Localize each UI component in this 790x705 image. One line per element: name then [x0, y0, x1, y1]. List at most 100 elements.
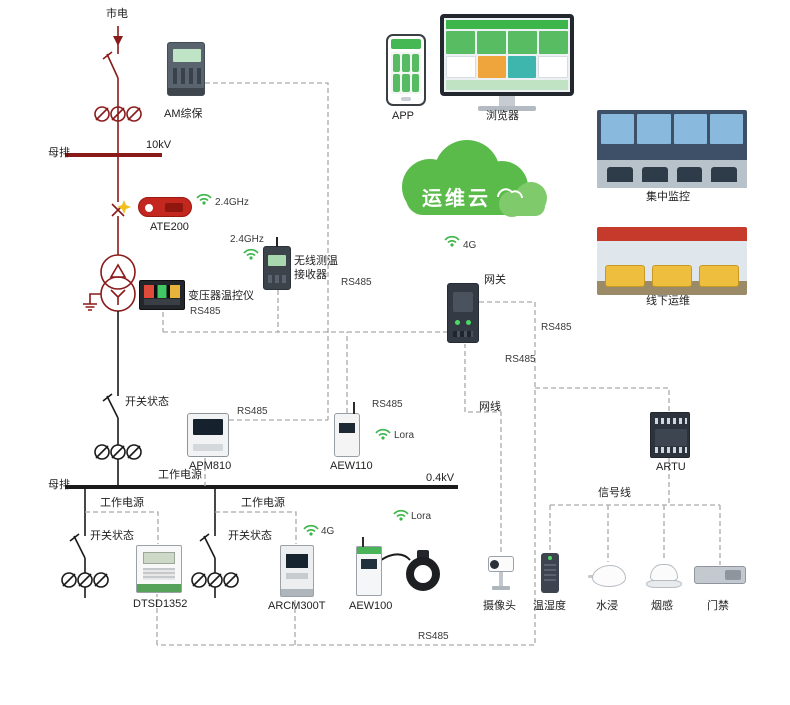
device-screen	[173, 49, 201, 62]
truck	[605, 265, 645, 287]
led-icon	[455, 320, 460, 325]
sensor-body	[592, 565, 626, 587]
temp-controller-label: 变压器温控仪	[188, 290, 254, 302]
aew100-label: AEW100	[349, 600, 393, 612]
app-icon	[393, 74, 401, 92]
monitor-stand	[499, 96, 515, 106]
browser-monitor-device	[440, 14, 574, 111]
rs485-label: RS485	[372, 399, 403, 410]
gateway-ports	[453, 331, 473, 337]
central-monitoring-photo	[597, 110, 747, 188]
water-leak-label: 水浸	[596, 600, 618, 612]
app-icon	[411, 54, 419, 72]
netcable-label: 网线	[479, 401, 501, 413]
sensor-band	[165, 203, 183, 212]
door-access-device	[694, 566, 746, 584]
rs485-trunk-right	[156, 301, 536, 646]
arcm300t-device	[280, 545, 314, 597]
temp-humidity-sensor-device	[541, 553, 559, 593]
device-label-area	[143, 568, 175, 580]
terminal-strip	[137, 584, 181, 592]
ct-sensor-device	[404, 548, 442, 592]
monitor-screen	[440, 14, 574, 96]
voltage-10kv-label: 10kV	[146, 139, 172, 151]
breaker-switch-icon	[69, 533, 86, 559]
arcm300t-label: ARCM300T	[268, 600, 326, 612]
camera-mount	[499, 572, 503, 586]
tile	[539, 31, 568, 54]
offline-ops-photo	[597, 227, 747, 295]
operator	[711, 167, 737, 182]
transformer-temp-controller-device	[139, 280, 185, 310]
busbar-10kv-label: 母排	[48, 147, 70, 159]
smoke-detector-device	[644, 562, 684, 592]
terminal-strip	[281, 589, 313, 596]
cloud-shape	[402, 140, 547, 217]
app-icon	[411, 74, 419, 92]
breaker-switch-icon	[199, 533, 216, 559]
app-icon	[393, 54, 401, 72]
device-panel	[655, 429, 687, 446]
lora-label: Lora	[394, 430, 415, 441]
wall-screen	[601, 114, 635, 144]
breaker-switch-icon	[102, 51, 119, 79]
receiver-label-line1: 无线测温	[294, 255, 338, 267]
rs485-label: RS485	[190, 306, 221, 317]
rs485-label: RS485	[418, 631, 449, 642]
artu-label: ARTU	[656, 461, 686, 473]
rs485-bus-left	[205, 82, 329, 420]
phone-home-button	[401, 97, 411, 101]
device-buttons	[286, 573, 308, 579]
ground-symbol	[83, 293, 101, 311]
browser-label: 浏览器	[486, 110, 519, 122]
operators	[607, 167, 737, 182]
dtsd1352-label: DTSD1352	[133, 598, 188, 610]
camera-netcable	[464, 344, 502, 552]
phone-apps	[391, 52, 421, 94]
working-power-label: 工作电源	[158, 469, 202, 481]
terminal-row	[655, 447, 687, 453]
transformer-symbol	[83, 254, 136, 312]
breaker-switch-icon	[102, 393, 119, 419]
rs485-label: RS485	[505, 354, 536, 365]
antenna	[362, 537, 364, 547]
device-screen	[268, 255, 286, 266]
app-icon	[402, 74, 410, 92]
app-phone-device	[386, 34, 426, 106]
dashboard-charts	[446, 55, 568, 78]
net-4g-label: 4G	[463, 240, 477, 251]
signal-line-label: 信号线	[598, 487, 631, 499]
aew100-device	[356, 537, 382, 596]
camera-device	[486, 552, 516, 594]
temp-humidity-label: 温湿度	[533, 600, 566, 612]
ct-symbols-feeder2	[191, 572, 239, 588]
ate200-device	[138, 197, 192, 217]
ate200-label: ATE200	[150, 221, 189, 233]
comm-lines	[85, 82, 721, 646]
led-icon	[466, 320, 471, 325]
am-device-label: AM综保	[164, 108, 203, 120]
truck	[652, 265, 692, 287]
working-power-label: 工作电源	[100, 497, 144, 509]
operator	[607, 167, 633, 182]
wireless-temp-receiver-device	[263, 237, 291, 290]
rs485-label: RS485	[541, 322, 572, 333]
wifi-icon	[375, 427, 391, 440]
cloud-title: 运维云	[422, 188, 491, 210]
video-wall	[597, 110, 747, 148]
device-screen	[361, 559, 377, 569]
ct-symbols-lv	[94, 444, 142, 460]
central-monitoring-label: 集中监控	[646, 191, 690, 203]
switch-state-label: 开关状态	[90, 530, 134, 542]
lora-label: Lora	[411, 511, 432, 522]
brand-stripe	[357, 547, 381, 554]
wall-screen	[709, 114, 743, 144]
apm810-device	[187, 413, 229, 457]
tile	[478, 55, 506, 78]
ct-symbols-feeder1	[61, 572, 109, 588]
ct-cable	[380, 553, 411, 561]
voltage-04kv-label: 0.4kV	[426, 472, 455, 484]
monitor-base	[478, 106, 536, 111]
rs485-label: RS485	[237, 406, 268, 417]
